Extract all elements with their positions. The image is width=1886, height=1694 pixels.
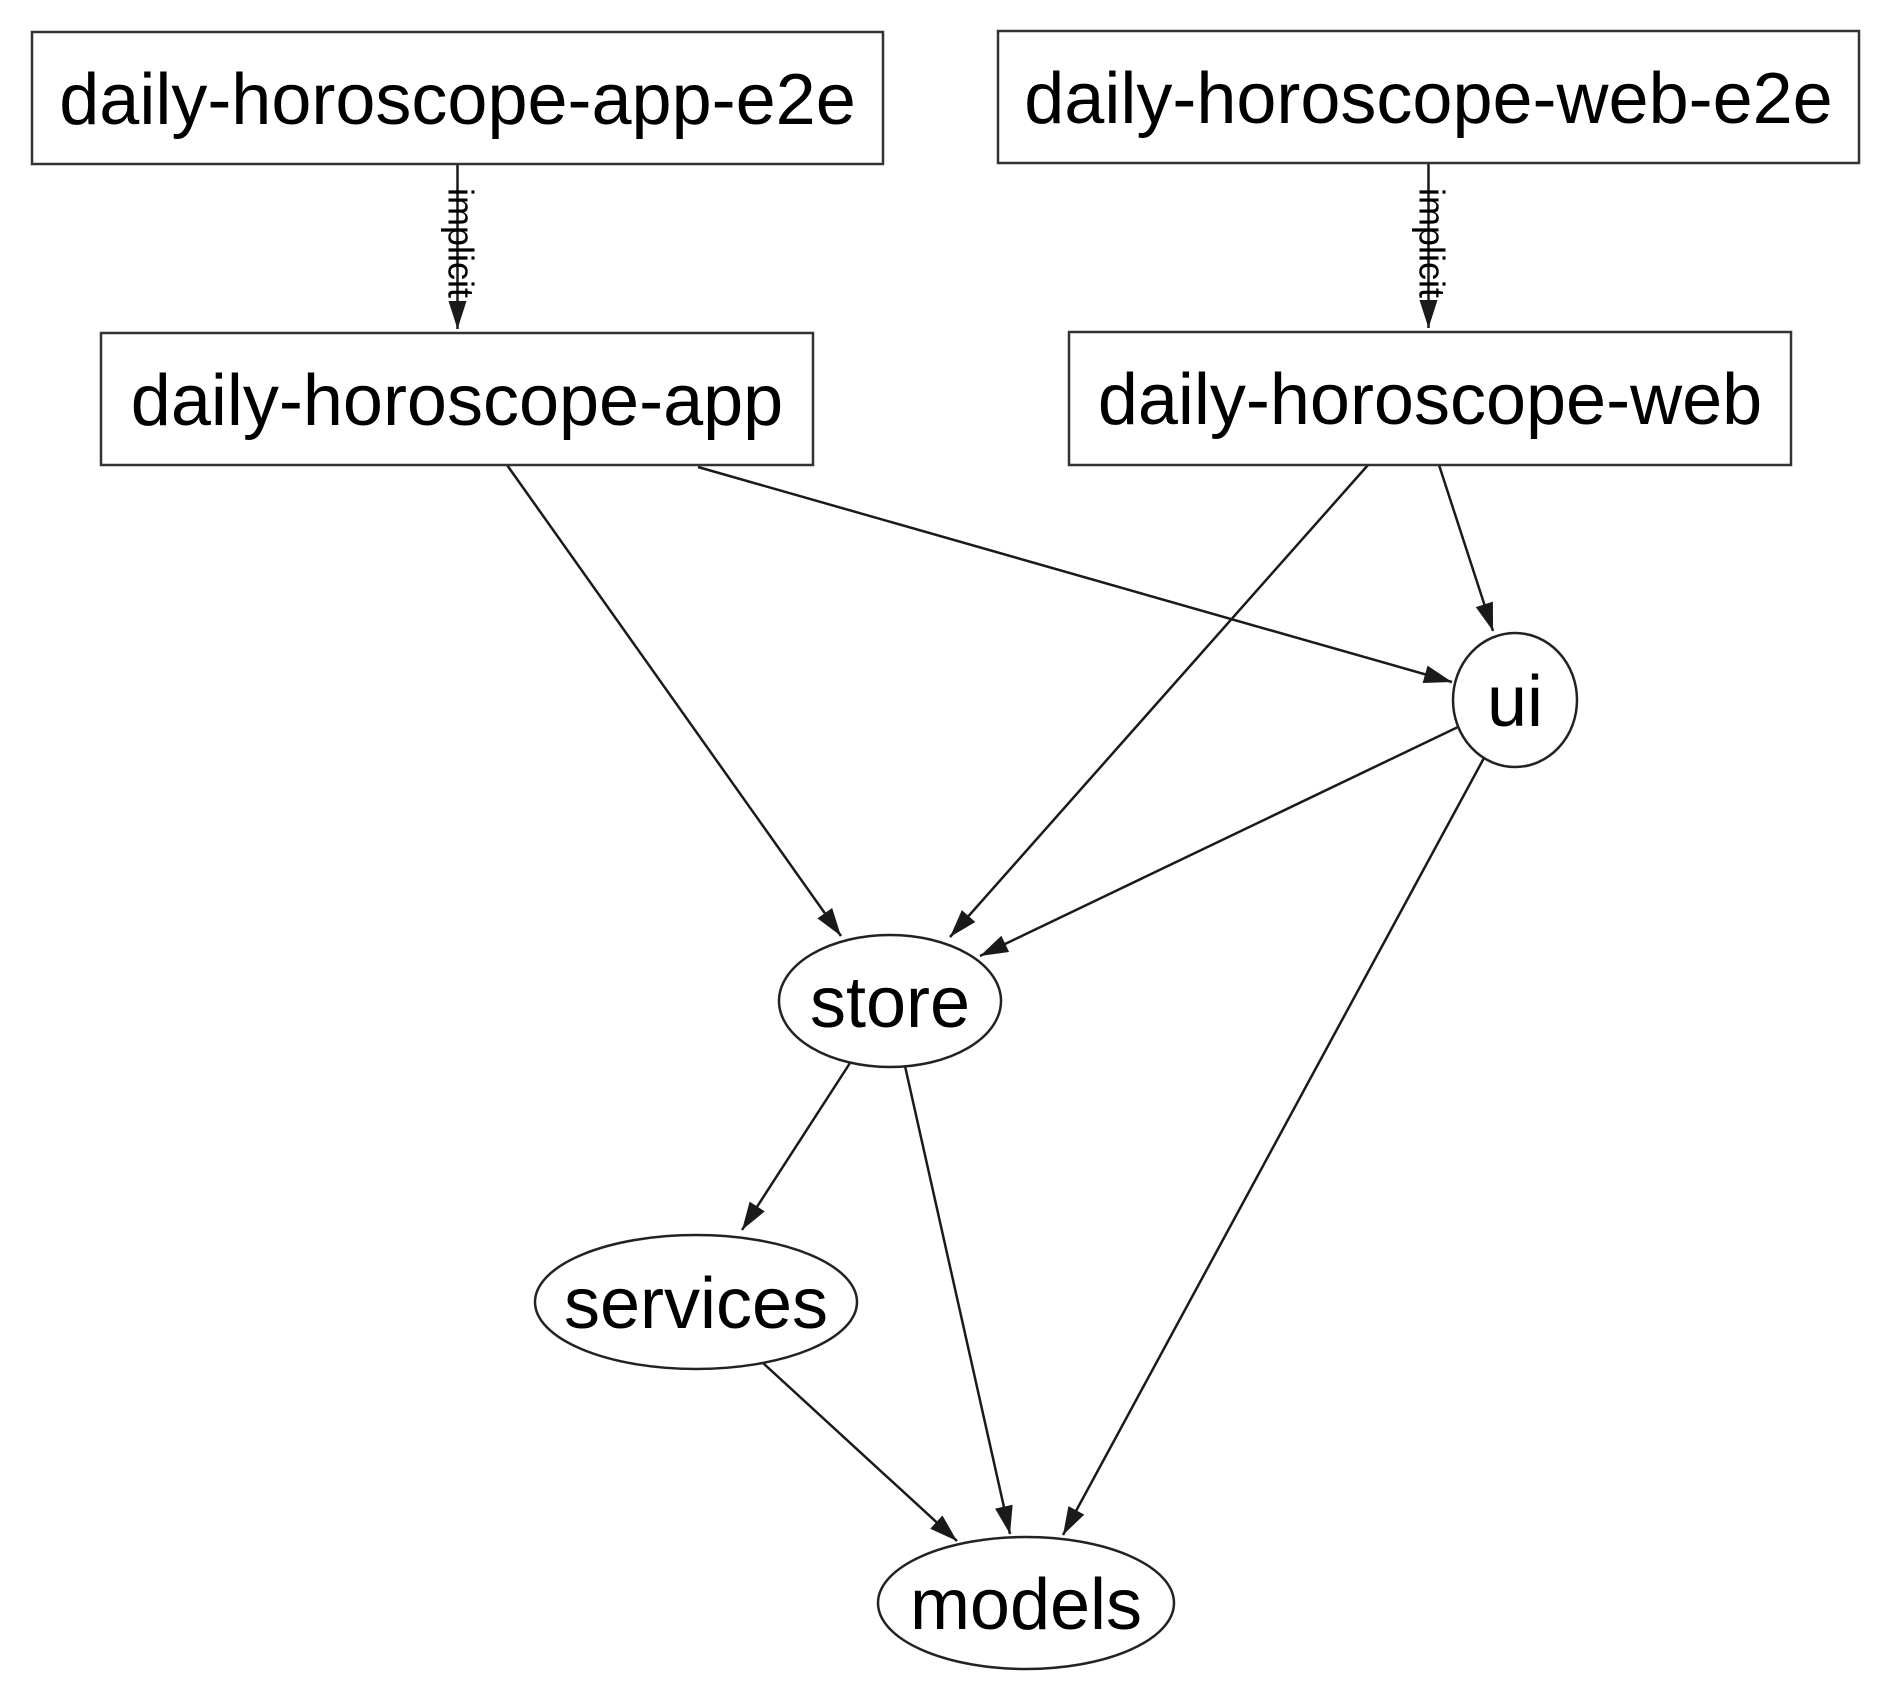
edge-app-to-store bbox=[505, 464, 843, 937]
edge-web-to-ui bbox=[1437, 464, 1495, 632]
edge-store-to-models bbox=[903, 1065, 1013, 1535]
node-daily-horoscope-app: daily-horoscope-app bbox=[99, 331, 815, 467]
node-shape-daily-horoscope-web-e2e bbox=[996, 29, 1861, 165]
node-store: store bbox=[777, 933, 1003, 1069]
node-label-models: models bbox=[910, 1565, 1142, 1645]
node-label-store: store bbox=[810, 963, 970, 1043]
node-layer: daily-horoscope-app-e2e daily-horoscope-… bbox=[30, 29, 1861, 1671]
node-daily-horoscope-app-e2e: daily-horoscope-app-e2e bbox=[30, 30, 885, 166]
edge-app-to-ui bbox=[697, 465, 1453, 684]
edge-label-implicit: implicit bbox=[1412, 188, 1453, 298]
node-label-services: services bbox=[564, 1264, 828, 1344]
node-shape-ui bbox=[1451, 631, 1579, 769]
node-label-daily-horoscope-web: daily-horoscope-web bbox=[1098, 360, 1762, 440]
node-shape-store bbox=[777, 933, 1003, 1069]
node-shape-services bbox=[533, 1233, 859, 1371]
edge-services-to-models bbox=[762, 1362, 958, 1542]
edge-app-e2e-to-app: implicit bbox=[441, 164, 482, 329]
node-label-daily-horoscope-app-e2e: daily-horoscope-app-e2e bbox=[59, 60, 856, 140]
edge-label-implicit: implicit bbox=[441, 188, 482, 298]
node-shape-models bbox=[876, 1535, 1176, 1671]
node-daily-horoscope-web: daily-horoscope-web bbox=[1067, 330, 1793, 467]
node-shape-daily-horoscope-app-e2e bbox=[30, 30, 885, 166]
node-shape-daily-horoscope-app bbox=[99, 331, 815, 467]
node-label-ui: ui bbox=[1487, 662, 1543, 742]
edge-layer: implicit implicit bbox=[441, 163, 1495, 1542]
edge-web-to-store bbox=[949, 464, 1369, 938]
node-daily-horoscope-web-e2e: daily-horoscope-web-e2e bbox=[996, 29, 1861, 165]
node-models: models bbox=[876, 1535, 1176, 1671]
edge-ui-to-store bbox=[979, 725, 1459, 958]
edge-store-to-services bbox=[740, 1062, 852, 1231]
edge-ui-to-models bbox=[1061, 757, 1486, 1536]
node-label-daily-horoscope-web-e2e: daily-horoscope-web-e2e bbox=[1024, 59, 1832, 139]
node-shape-daily-horoscope-web bbox=[1067, 330, 1793, 467]
edge-web-e2e-to-web: implicit bbox=[1412, 163, 1453, 328]
node-ui: ui bbox=[1451, 631, 1579, 769]
node-services: services bbox=[533, 1233, 859, 1371]
node-label-daily-horoscope-app: daily-horoscope-app bbox=[131, 361, 783, 441]
